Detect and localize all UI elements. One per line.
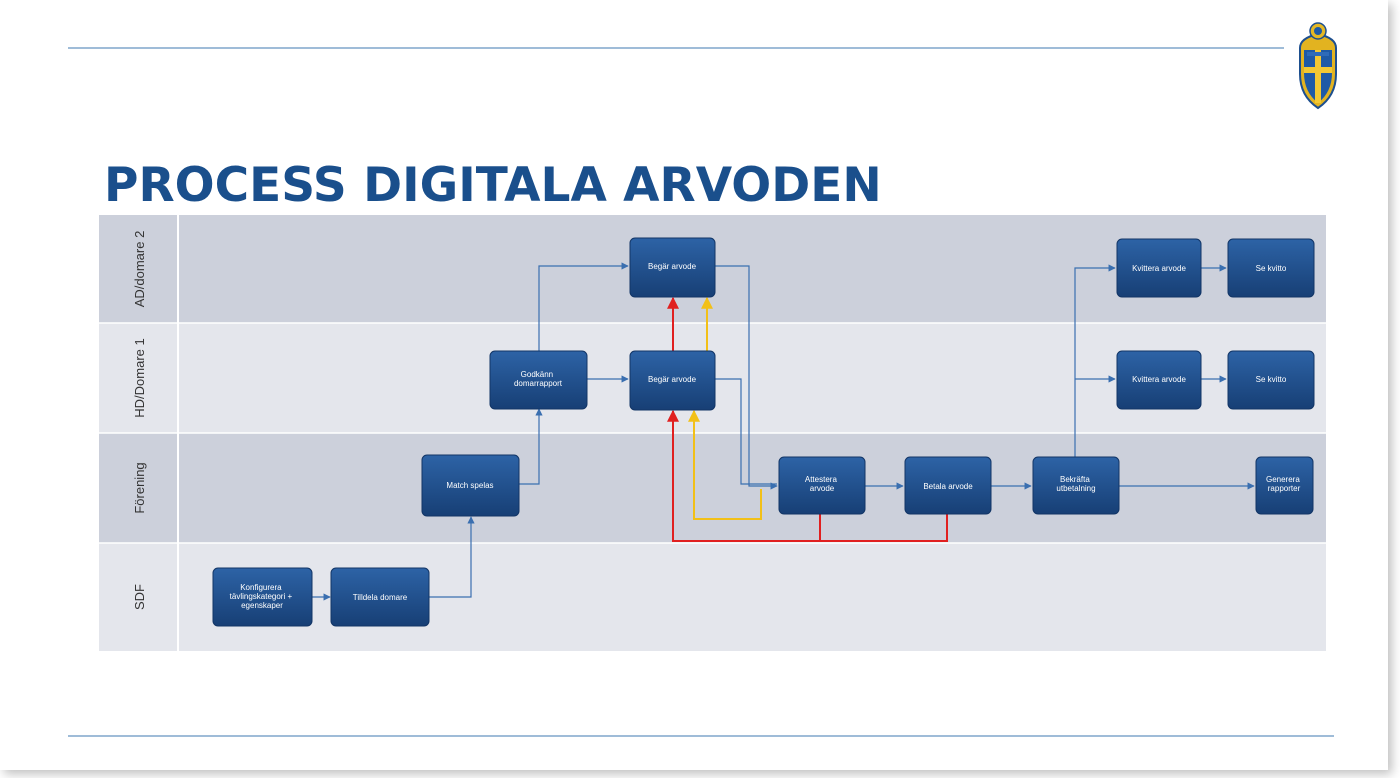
flow-connectors (312, 262, 1255, 601)
svff-crest-icon (1299, 22, 1337, 110)
step-kvittera-hd (1116, 350, 1202, 410)
step-godkann (489, 350, 588, 410)
step-betala (904, 456, 992, 515)
step-match-label: Match spelas (446, 481, 493, 490)
step-sekvitto-hd-label: Se kvitto (1256, 375, 1287, 384)
step-attestera-label: Attestera arvode (805, 475, 839, 493)
lane-label-forening: Förening (132, 462, 147, 513)
lane-label-sdf: SDF (132, 584, 147, 610)
step-sekvitto-hd (1227, 350, 1315, 410)
step-tilldela-label: Tilldela domare (353, 593, 408, 602)
lane-label-ad: AD/domare 2 (132, 231, 147, 308)
lane-label-hd: HD/Domare 1 (132, 338, 147, 417)
step-generera (1255, 456, 1314, 515)
step-begar-ad-label: Begär arvode (648, 262, 697, 271)
step-begar-hd-label: Begär arvode (648, 375, 697, 384)
step-konfigurera (212, 567, 313, 627)
step-match (421, 454, 520, 517)
step-betala-label: Betala arvode (923, 482, 973, 491)
bottom-divider (68, 735, 1334, 737)
step-begar-ad (629, 237, 716, 298)
step-sekvitto-ad-label: Se kvitto (1256, 264, 1287, 273)
step-konfigurera-label: Konfigurera tävlingskategori + egenskape… (230, 583, 295, 610)
yellow-return-arrows (688, 296, 762, 520)
lane-forening (99, 433, 1326, 543)
step-generera-label: Generera rapporter (1266, 475, 1302, 493)
step-begar-hd (629, 350, 716, 411)
top-divider (68, 47, 1284, 49)
step-kvittera-hd-label: Kvittera arvode (1132, 375, 1186, 384)
step-tilldela (330, 567, 430, 627)
step-kvittera-ad (1116, 238, 1202, 298)
process-steps: Konfigurera tävlingskategori + egenskape… (212, 237, 1315, 627)
step-godkann-label: Godkänn domarrapport (514, 370, 563, 388)
step-bekrafta (1032, 456, 1120, 515)
step-attestera (778, 456, 866, 515)
step-bekrafta-label: Bekräfta utbetalning (1056, 475, 1095, 493)
red-return-arrows (667, 296, 948, 542)
page-title: PROCESS DIGITALA ARVODEN (104, 158, 882, 213)
step-sekvitto-ad (1227, 238, 1315, 298)
step-kvittera-ad-label: Kvittera arvode (1132, 264, 1186, 273)
